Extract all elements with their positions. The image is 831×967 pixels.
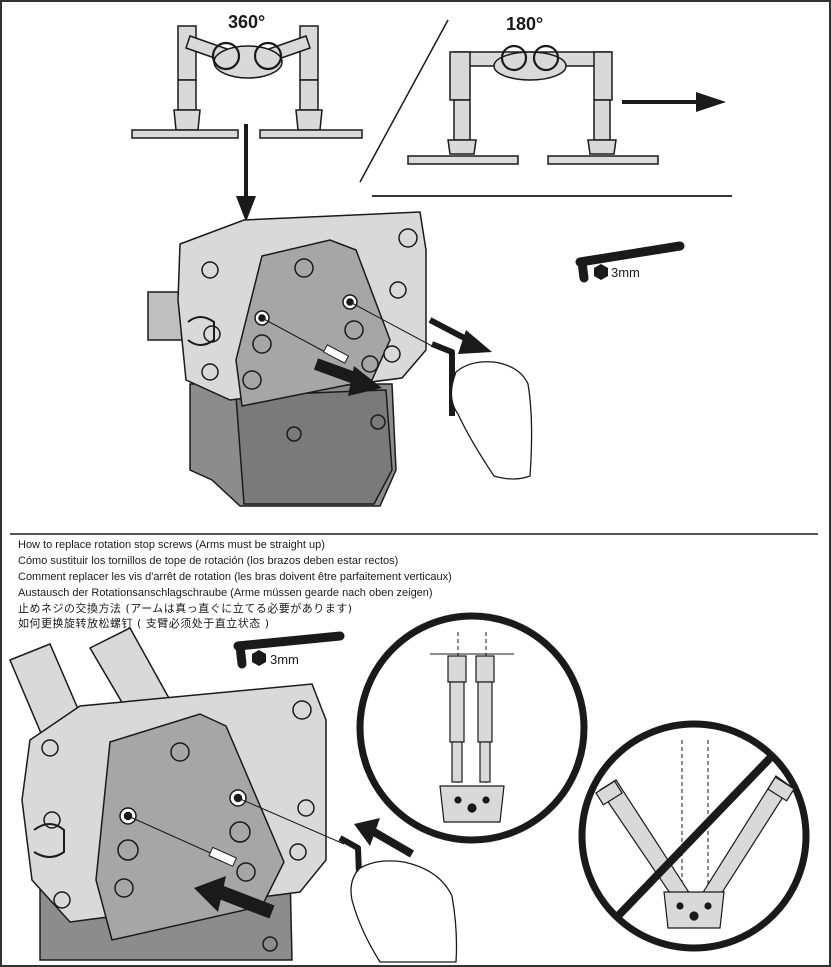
screw-guide-line-2 bbox=[349, 301, 433, 347]
correct-arms-straight-circle bbox=[356, 612, 588, 844]
instruction-line-fr: Comment replacer les vis d'arrêt de rota… bbox=[18, 571, 452, 583]
dual-arm-180-illustration bbox=[407, 44, 659, 165]
dual-arm-360-illustration bbox=[131, 25, 363, 139]
instruction-line-es: Cómo sustituir los tornillos de tope de … bbox=[18, 555, 399, 567]
instruction-line-zh: 如何更换旋转放松螺钉 ( 支臂必须处于直立状态 ) bbox=[18, 617, 270, 630]
insert-arrow-icon bbox=[217, 885, 275, 919]
screw-guide-line-4 bbox=[237, 797, 345, 845]
instruction-line-ja: 止めネジの交換方法 (アームは真っ直ぐに立てる必要があります) bbox=[18, 602, 353, 615]
incorrect-arms-angled-circle bbox=[578, 720, 810, 952]
mount-head-illustration bbox=[147, 211, 427, 507]
instruction-line-de: Austausch der Rotationsanschlagschraube … bbox=[18, 587, 433, 599]
hex-key-icon bbox=[575, 241, 685, 283]
hex-key-in-hand-icon bbox=[430, 341, 455, 416]
rotation-180-label: 180° bbox=[506, 14, 544, 34]
hex-key-size-label: 3mm bbox=[611, 265, 640, 280]
instruction-line-en: How to replace rotation stop screws (Arm… bbox=[18, 539, 325, 551]
diagonal-divider bbox=[359, 19, 449, 183]
hex-key-icon-2 bbox=[233, 631, 345, 669]
screw-icon-2 bbox=[208, 846, 238, 867]
hex-key-size-label-2: 3mm bbox=[270, 652, 299, 667]
right-arrow-head-icon bbox=[696, 92, 726, 112]
rotation-360-label: 360° bbox=[228, 12, 266, 32]
screw-guide-line-3 bbox=[127, 815, 227, 861]
prohibited-slash-icon bbox=[615, 753, 775, 919]
down-arrow-head-icon bbox=[236, 196, 256, 222]
screw-icon bbox=[322, 344, 350, 364]
hand-icon bbox=[450, 361, 533, 480]
hand-icon-2 bbox=[350, 860, 458, 963]
insert-arrow-icon-2 bbox=[371, 828, 415, 858]
mount-head-bottom-illustration bbox=[9, 627, 327, 961]
